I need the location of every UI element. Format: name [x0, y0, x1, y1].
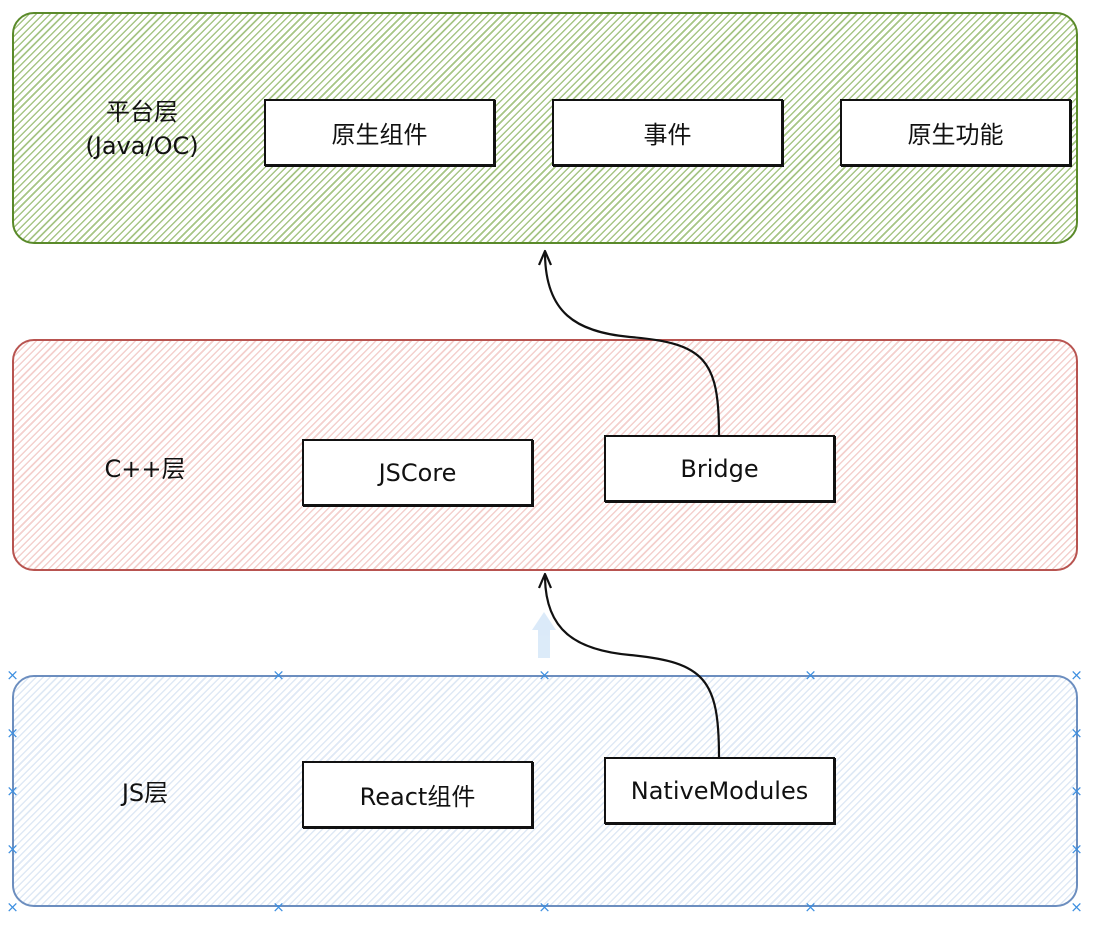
- selection-handle-icon[interactable]: ×: [272, 898, 285, 916]
- selection-handle-icon[interactable]: ×: [538, 666, 551, 684]
- selection-handle-icon[interactable]: ×: [6, 840, 19, 858]
- js-layer-label: JS层: [121, 779, 169, 807]
- drop-guide-icon: [532, 612, 556, 658]
- arrowhead-to-cpp-icon: [537, 572, 553, 589]
- platform-layer-label: 平台层 (Java/OC): [62, 95, 222, 163]
- selection-handle-icon[interactable]: ×: [804, 666, 817, 684]
- selection-handle-icon[interactable]: ×: [1070, 898, 1083, 916]
- platform-layer-title: 平台层: [106, 98, 178, 126]
- arrowhead-to-platform-icon: [537, 249, 553, 266]
- selection-handle-icon[interactable]: ×: [1070, 666, 1083, 684]
- cpp-layer-label: C++层: [104, 455, 186, 483]
- native-features-box[interactable]: 原生功能: [840, 99, 1071, 166]
- selection-handle-icon[interactable]: ×: [1070, 782, 1083, 800]
- selection-handle-icon[interactable]: ×: [538, 898, 551, 916]
- bridge-box[interactable]: Bridge: [604, 435, 835, 502]
- selection-handle-icon[interactable]: ×: [6, 666, 19, 684]
- native-components-box[interactable]: 原生组件: [264, 99, 495, 166]
- selection-handle-icon[interactable]: ×: [6, 724, 19, 742]
- selection-handle-icon[interactable]: ×: [6, 782, 19, 800]
- native-modules-box[interactable]: NativeModules: [604, 757, 835, 824]
- events-box[interactable]: 事件: [552, 99, 783, 166]
- selection-handle-icon[interactable]: ×: [1070, 724, 1083, 742]
- selection-handle-icon[interactable]: ×: [804, 898, 817, 916]
- react-components-box[interactable]: React组件: [302, 761, 533, 828]
- selection-handle-icon[interactable]: ×: [6, 898, 19, 916]
- selection-handle-icon[interactable]: ×: [272, 666, 285, 684]
- jscore-box[interactable]: JSCore: [302, 439, 533, 506]
- platform-layer-subtitle: (Java/OC): [85, 132, 199, 160]
- selection-handle-icon[interactable]: ×: [1070, 840, 1083, 858]
